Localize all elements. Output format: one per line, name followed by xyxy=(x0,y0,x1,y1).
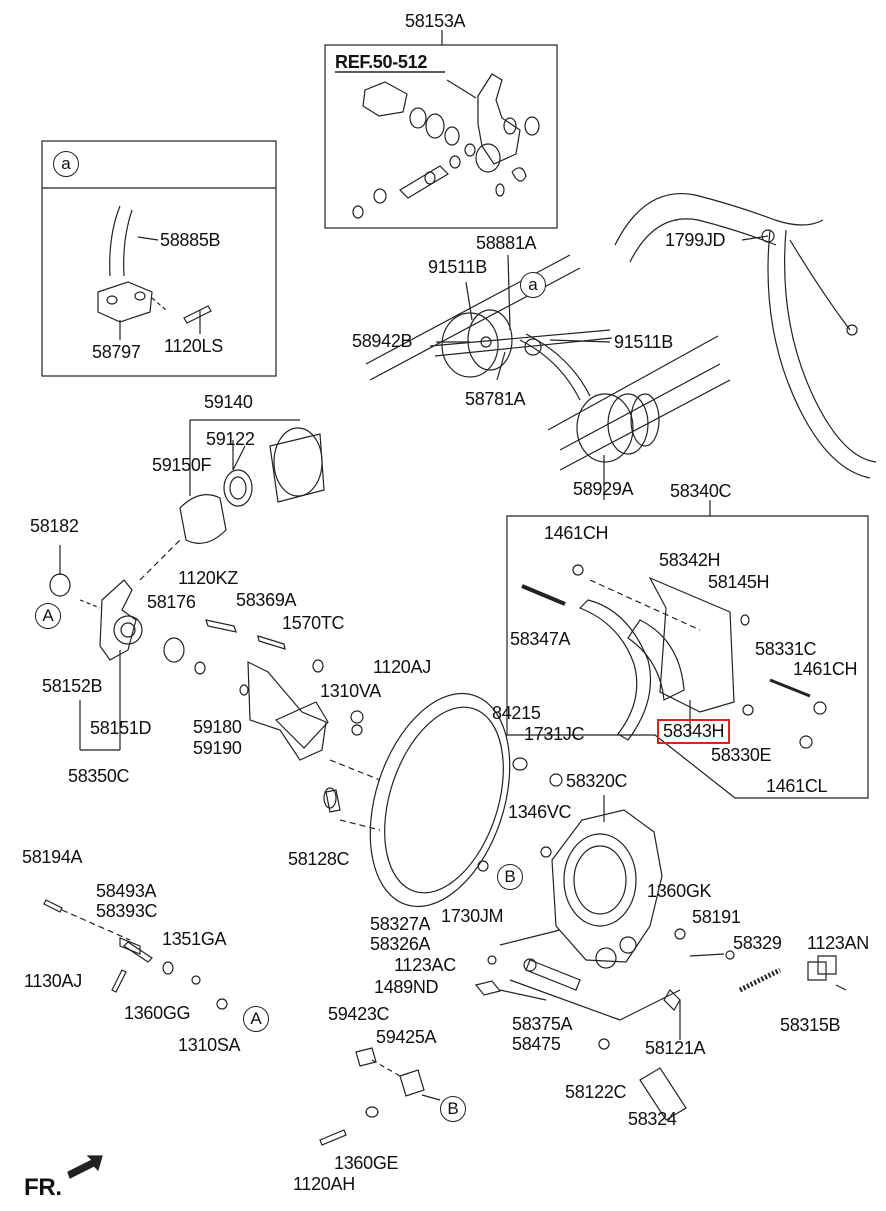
brake-shoes xyxy=(521,564,827,749)
marker-A-bottom[interactable]: A xyxy=(243,1006,269,1032)
part-58176[interactable]: 58176 xyxy=(147,592,196,612)
part-1461CH-right[interactable]: 1461CH xyxy=(793,659,858,679)
part-59423C[interactable]: 59423C xyxy=(328,1004,390,1024)
direction-label: FR. xyxy=(24,1174,62,1201)
part-1120AJ[interactable]: 1120AJ xyxy=(373,657,431,677)
part-58343H[interactable]: 58343H xyxy=(657,719,731,744)
part-1310VA[interactable]: 1310VA xyxy=(320,681,381,701)
part-58781A[interactable]: 58781A xyxy=(465,389,526,409)
part-59180[interactable]: 59180 xyxy=(193,717,242,737)
part-91511B-top[interactable]: 91511B xyxy=(428,257,487,277)
part-58340C[interactable]: 58340C xyxy=(670,481,732,501)
brake-chamber xyxy=(179,419,325,544)
part-1120AH[interactable]: 1120AH xyxy=(293,1174,355,1194)
detail-a-parts xyxy=(97,205,212,340)
part-58320C[interactable]: 58320C xyxy=(566,771,628,791)
part-1310SA[interactable]: 1310SA xyxy=(178,1035,241,1055)
part-58881A[interactable]: 58881A xyxy=(476,233,537,253)
part-1130AJ[interactable]: 1130AJ xyxy=(24,971,82,991)
part-59150F[interactable]: 59150F xyxy=(152,455,212,475)
part-1799JD[interactable]: 1799JD xyxy=(665,230,726,250)
part-58797[interactable]: 58797 xyxy=(92,342,141,362)
front-arrow-icon xyxy=(67,1155,103,1179)
part-1461CL[interactable]: 1461CL xyxy=(766,776,828,796)
part-58128C[interactable]: 58128C xyxy=(288,849,350,869)
chamber-bracket xyxy=(163,619,381,781)
part-58194A[interactable]: 58194A xyxy=(22,847,83,867)
part-58329[interactable]: 58329 xyxy=(733,933,782,953)
ref-note[interactable]: REF.50-512 xyxy=(335,52,428,72)
part-58369A[interactable]: 58369A xyxy=(236,590,297,610)
part-58393C[interactable]: 58393C xyxy=(96,901,158,921)
ref-detail-box xyxy=(324,44,558,229)
part-58493A[interactable]: 58493A xyxy=(96,881,157,901)
part-58475[interactable]: 58475 xyxy=(512,1034,561,1054)
part-58342H[interactable]: 58342H xyxy=(659,550,721,570)
part-58152B[interactable]: 58152B xyxy=(42,676,103,696)
marker-a-top[interactable]: a xyxy=(520,272,546,298)
camshaft xyxy=(474,955,687,1121)
part-58885B[interactable]: 58885B xyxy=(160,230,221,250)
part-1123AN[interactable]: 1123AN xyxy=(807,933,869,953)
dust-shield xyxy=(323,692,563,908)
part-58375A[interactable]: 58375A xyxy=(512,1014,573,1034)
part-59140[interactable]: 59140 xyxy=(204,392,253,412)
part-59190[interactable]: 59190 xyxy=(193,738,242,758)
part-58191[interactable]: 58191 xyxy=(692,907,741,927)
slack-adjuster xyxy=(49,539,181,751)
part-58327A[interactable]: 58327A xyxy=(370,914,431,934)
part-58122C[interactable]: 58122C xyxy=(565,1082,627,1102)
chassis-frame xyxy=(365,254,731,471)
part-1120LS[interactable]: 1120LS xyxy=(164,336,223,356)
brake-spider xyxy=(499,809,847,1021)
part-1360GK[interactable]: 1360GK xyxy=(647,881,712,901)
lower-left-parts xyxy=(43,899,441,1146)
part-84215[interactable]: 84215 xyxy=(492,703,541,723)
part-58145H[interactable]: 58145H xyxy=(708,572,770,592)
detail-a-header-marker: a xyxy=(53,151,79,177)
part-58121A[interactable]: 58121A xyxy=(645,1038,706,1058)
part-1346VC[interactable]: 1346VC xyxy=(508,802,572,822)
part-58347A[interactable]: 58347A xyxy=(510,629,571,649)
part-58331C[interactable]: 58331C xyxy=(755,639,817,659)
part-1360GE[interactable]: 1360GE xyxy=(334,1153,399,1173)
part-58942B[interactable]: 58942B xyxy=(352,331,413,351)
marker-A-left[interactable]: A xyxy=(35,603,61,629)
part-59122[interactable]: 59122 xyxy=(206,429,255,449)
part-58326A[interactable]: 58326A xyxy=(370,934,431,954)
part-58182[interactable]: 58182 xyxy=(30,516,79,536)
ref-box-parts xyxy=(335,71,540,219)
part-1570TC[interactable]: 1570TC xyxy=(282,613,345,633)
part-1360GG[interactable]: 1360GG xyxy=(124,1003,191,1023)
part-91511B-right[interactable]: 91511B xyxy=(614,332,673,352)
brake-shoe-kit-box xyxy=(506,515,869,799)
part-59425A[interactable]: 59425A xyxy=(376,1027,437,1047)
part-58151D[interactable]: 58151D xyxy=(90,718,152,738)
part-58330E[interactable]: 58330E xyxy=(711,745,772,765)
part-58153A[interactable]: 58153A xyxy=(405,11,466,31)
part-58324[interactable]: 58324 xyxy=(628,1109,677,1129)
part-1461CH-top[interactable]: 1461CH xyxy=(544,523,609,543)
part-1730JM[interactable]: 1730JM xyxy=(441,906,504,926)
part-1731JC[interactable]: 1731JC xyxy=(524,724,585,744)
leader-lines xyxy=(59,30,769,1040)
part-1489ND[interactable]: 1489ND xyxy=(374,977,439,997)
part-58350C[interactable]: 58350C xyxy=(68,766,130,786)
part-58315B[interactable]: 58315B xyxy=(780,1015,841,1035)
part-1123AC[interactable]: 1123AC xyxy=(394,955,456,975)
detail-a-box xyxy=(41,140,277,377)
part-58929A[interactable]: 58929A xyxy=(573,479,634,499)
brake-hose xyxy=(614,193,877,479)
marker-B-center[interactable]: B xyxy=(497,864,523,890)
part-1120KZ[interactable]: 1120KZ xyxy=(178,568,238,588)
part-1351GA[interactable]: 1351GA xyxy=(162,929,227,949)
marker-B-bottom[interactable]: B xyxy=(440,1096,466,1122)
